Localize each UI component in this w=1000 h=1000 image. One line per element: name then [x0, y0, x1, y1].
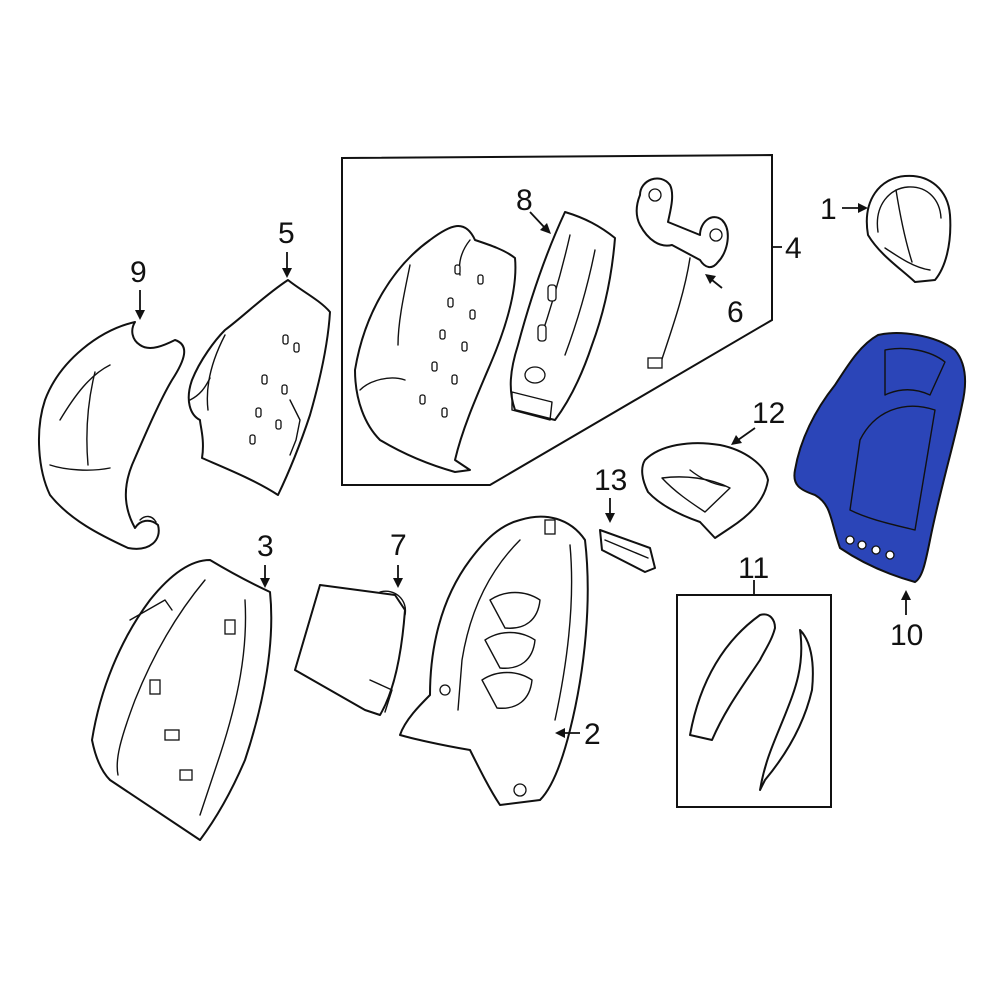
callout-3: 3 — [257, 530, 274, 563]
part-8-panel[interactable] — [509, 211, 616, 421]
callout-labels: 1 2 3 4 5 6 7 8 9 10 11 12 13 — [130, 184, 923, 751]
group-box-4 — [341, 153, 773, 486]
callout-2: 2 — [584, 718, 601, 751]
part-3-frame[interactable] — [91, 559, 273, 841]
part-11-side-trims[interactable] — [689, 613, 814, 791]
part-7-module[interactable] — [294, 584, 407, 716]
part-6-bracket[interactable] — [635, 177, 729, 369]
callout-11: 11 — [738, 552, 769, 585]
part-10-back-panel[interactable] — [793, 332, 967, 584]
callout-8: 8 — [516, 184, 533, 217]
part-4-cushion[interactable] — [354, 225, 517, 473]
part-12-trim[interactable] — [641, 442, 769, 539]
leader-lines — [135, 203, 911, 738]
part-5-pad[interactable] — [187, 279, 331, 496]
part-9-cover[interactable] — [37, 321, 186, 550]
part-1-headrest[interactable] — [865, 174, 952, 283]
callout-1: 1 — [820, 193, 837, 226]
callout-10: 10 — [890, 619, 923, 652]
callout-13: 13 — [594, 464, 627, 497]
part-2-frame[interactable] — [399, 515, 589, 806]
callout-12: 12 — [752, 397, 785, 430]
callout-4: 4 — [785, 232, 802, 265]
part-13-clip[interactable] — [599, 529, 656, 573]
callout-5: 5 — [278, 217, 295, 250]
callout-7: 7 — [390, 529, 407, 562]
callout-6: 6 — [727, 296, 744, 329]
callout-9: 9 — [130, 256, 147, 289]
